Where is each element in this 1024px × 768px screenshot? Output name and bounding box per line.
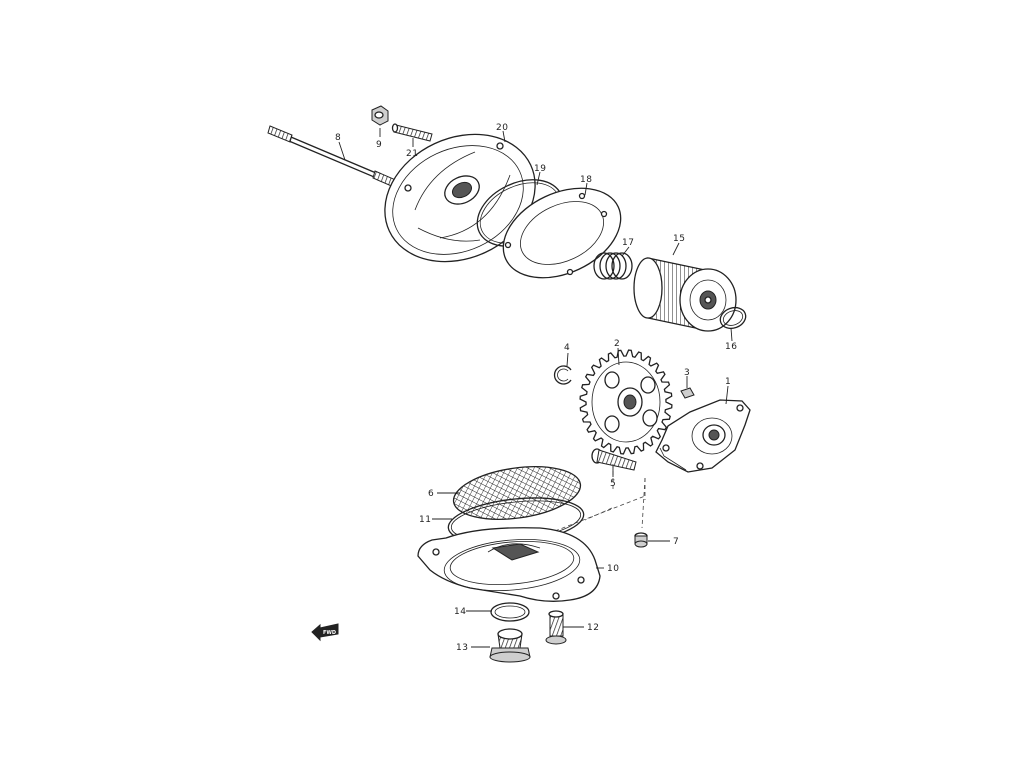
part-1-oil-pump — [655, 399, 751, 473]
callout-20: 20 — [496, 123, 508, 133]
callout-15: 15 — [673, 234, 685, 244]
part-14-washer — [490, 602, 530, 622]
part-2-gear — [579, 349, 673, 455]
callout-11: 11 — [419, 515, 431, 525]
part-6-strainer-screen — [452, 466, 582, 520]
part-12-bolt — [545, 610, 567, 645]
part-15-oil-filter — [633, 257, 737, 332]
callout-19: 19 — [534, 164, 546, 174]
callout-5: 5 — [610, 479, 616, 489]
forward-arrow-text: FWD — [323, 630, 336, 636]
callout-10: 10 — [607, 564, 619, 574]
forward-arrow-icon: FWD — [311, 623, 339, 642]
part-10-cover — [417, 527, 601, 602]
callout-1: 1 — [725, 377, 731, 387]
callout-14: 14 — [454, 607, 466, 617]
part-21-dowel-pin — [391, 123, 433, 142]
part-7-small-bolt — [634, 532, 648, 548]
callout-21: 21 — [406, 149, 418, 159]
leader-lines — [338, 128, 733, 648]
assembly-guide-lines — [554, 464, 646, 532]
part-8-stud-bolt — [267, 125, 399, 189]
callout-3: 3 — [684, 368, 690, 378]
part-13-drain-plug — [489, 628, 531, 663]
part-16-o-ring — [719, 306, 747, 330]
callout-8: 8 — [335, 133, 341, 143]
part-9-nut — [371, 105, 389, 126]
callout-17: 17 — [622, 238, 634, 248]
part-4-circlip — [553, 365, 572, 385]
part-5-bolt — [591, 448, 637, 471]
callout-16: 16 — [725, 342, 737, 352]
part-18-gasket — [502, 187, 622, 279]
callout-7: 7 — [673, 537, 679, 547]
callout-9: 9 — [376, 140, 382, 150]
callout-2: 2 — [614, 339, 620, 349]
part-3-key — [680, 387, 695, 399]
callout-6: 6 — [428, 489, 434, 499]
callout-4: 4 — [564, 343, 570, 353]
callout-18: 18 — [580, 175, 592, 185]
part-17-spring — [593, 252, 633, 280]
callout-12: 12 — [587, 623, 599, 633]
callout-labels: 8 9 21 20 19 18 17 15 16 4 2 3 1 5 6 7 1… — [335, 123, 737, 653]
callout-13: 13 — [456, 643, 468, 653]
